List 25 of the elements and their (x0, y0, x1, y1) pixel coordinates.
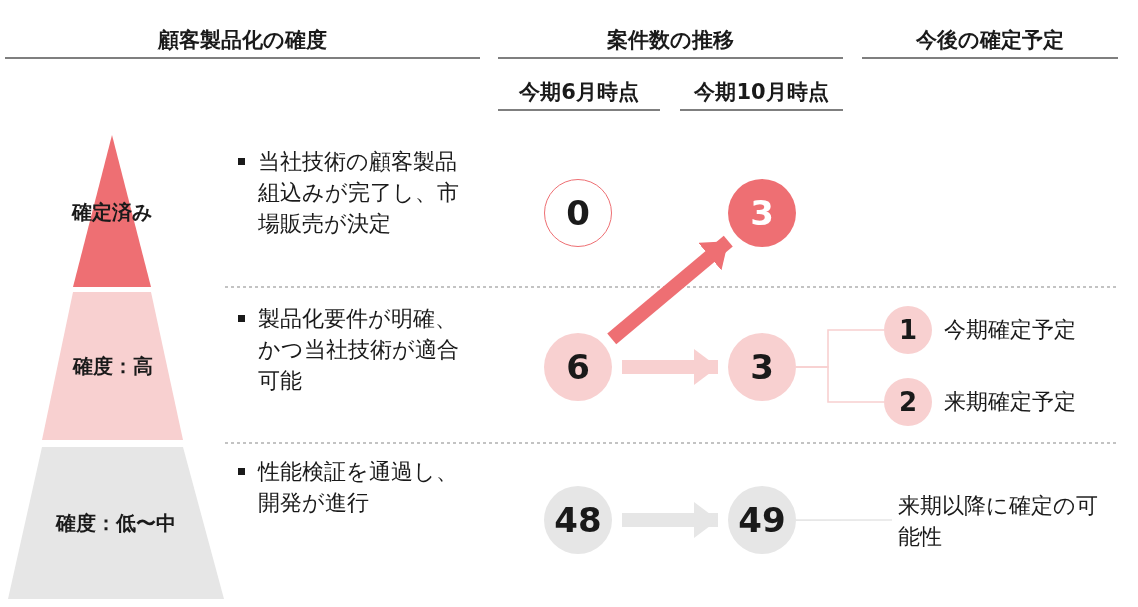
count-circle: 49 (728, 486, 796, 554)
column-heading: 顧客製品化の確度 (156, 27, 328, 54)
column-heading: 今後の確定予定 (915, 27, 1065, 54)
count-circle: 2 (884, 378, 932, 426)
bullet-text: 製品化要件が明確、かつ当社技術が適合可能 (236, 303, 464, 396)
column-subheading: 今期10月時点 (693, 79, 830, 106)
count-circle: 3 (728, 179, 796, 247)
note-text: 来期以降に確定の可能性 (898, 490, 1118, 552)
pyramid-band: 確度：低〜中 (6, 447, 226, 599)
column-subheading: 今期6月時点 (518, 79, 640, 106)
count-circle: 6 (544, 333, 612, 401)
count-circle: 3 (728, 333, 796, 401)
plan-label: 今期確定予定 (944, 316, 1076, 344)
bullet-text: 性能検証を通過し、開発が進行 (236, 456, 464, 518)
plan-label: 来期確定予定 (944, 388, 1076, 416)
pyramid-band: 確度：高 (40, 292, 185, 440)
column-heading: 案件数の推移 (606, 27, 735, 54)
block-arrow (607, 235, 733, 345)
count-circle: 48 (544, 486, 612, 554)
connector-line (795, 366, 885, 403)
block-arrow (622, 349, 718, 385)
count-circle: 1 (884, 306, 932, 354)
block-arrow (622, 502, 718, 538)
bullet-text: 当社技術の顧客製品組込みが完了し、市場販売が決定 (236, 146, 464, 239)
count-circle: 0 (544, 179, 612, 247)
